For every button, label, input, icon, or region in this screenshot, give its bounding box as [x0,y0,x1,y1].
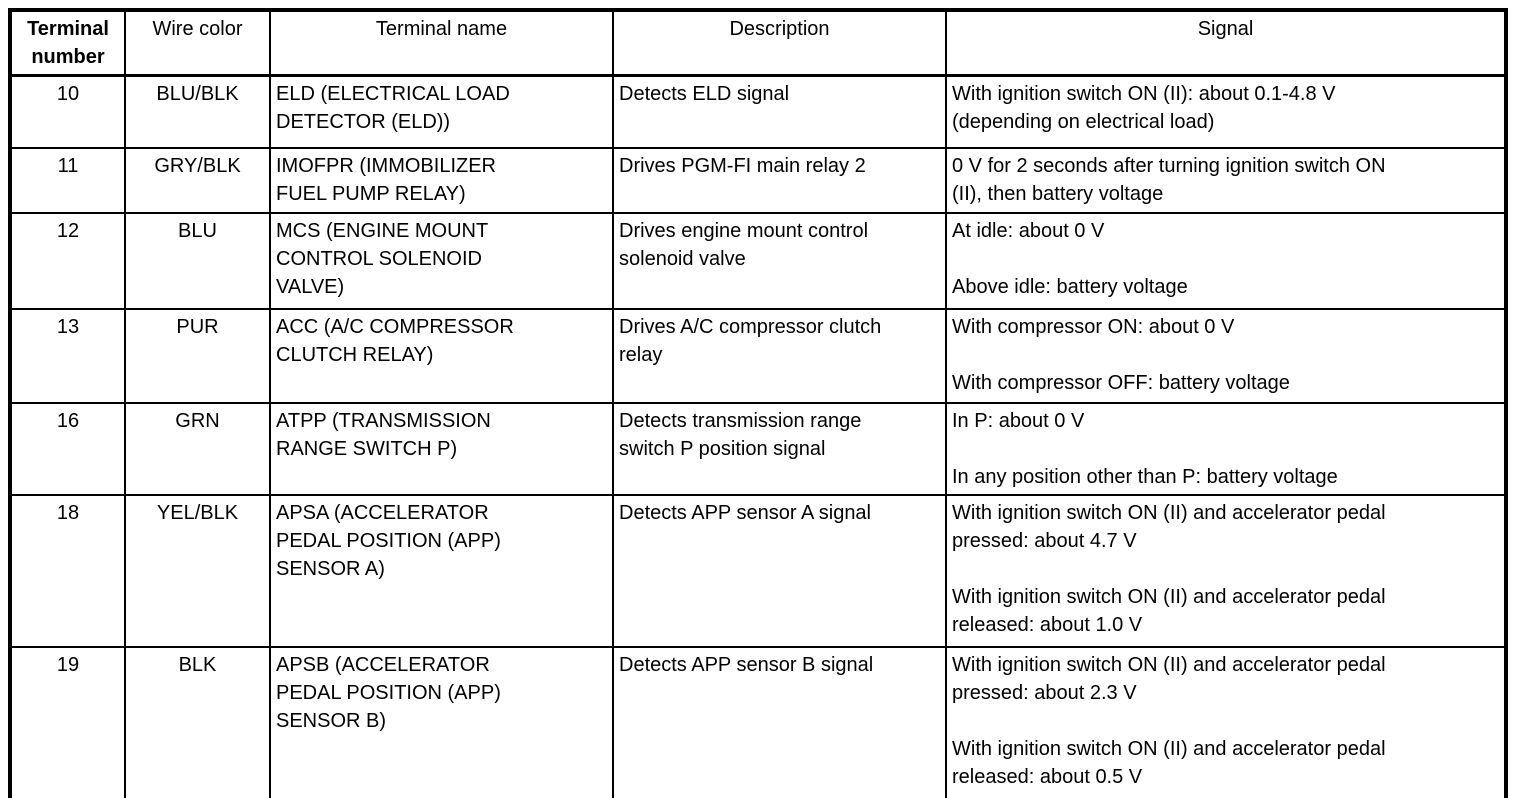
cell-wire-color: PUR [124,307,271,404]
cell-signal: With ignition switch ON (II) and acceler… [945,645,1507,798]
cell-terminal-name: APSB (ACCELERATOR PEDAL POSITION (APP) S… [269,645,614,798]
cell-wire-color: YEL/BLK [124,493,271,648]
cell-signal: In P: about 0 V In any position other th… [945,401,1507,496]
cell-description: Drives PGM-FI main relay 2 [612,146,947,214]
table-row-terminal-19: 19 BLK APSB (ACCELERATOR PEDAL POSITION … [9,645,1507,798]
cell-terminal-name: ACC (A/C COMPRESSOR CLUTCH RELAY) [269,307,614,404]
cell-terminal-name: ATPP (TRANSMISSION RANGE SWITCH P) [269,401,614,496]
cell-terminal-number: 19 [9,645,126,798]
cell-terminal-number: 16 [9,401,126,496]
cell-description: Detects transmission range switch P posi… [612,401,947,496]
cell-description: Drives A/C compressor clutch relay [612,307,947,404]
cell-terminal-number: 11 [9,146,126,214]
cell-wire-color: BLK [124,645,271,798]
cell-terminal-name: ELD (ELECTRICAL LOAD DETECTOR (ELD)) [269,74,614,149]
cell-terminal-number: 10 [9,74,126,149]
cell-terminal-number: 13 [9,307,126,404]
column-header-terminal-number: Terminal number [9,9,126,77]
table-header-row: Terminal number Wire color Terminal name… [9,9,1507,77]
cell-description: Detects APP sensor A signal [612,493,947,648]
cell-signal: At idle: about 0 V Above idle: battery v… [945,211,1507,310]
cell-terminal-number: 18 [9,493,126,648]
cell-terminal-number: 12 [9,211,126,310]
table-row-terminal-11: 11 GRY/BLK IMOFPR (IMMOBILIZER FUEL PUMP… [9,146,1507,214]
table-row-terminal-12: 12 BLU MCS (ENGINE MOUNT CONTROL SOLENOI… [9,211,1507,310]
cell-signal: With ignition switch ON (II): about 0.1-… [945,74,1507,149]
table-row-terminal-10: 10 BLU/BLK ELD (ELECTRICAL LOAD DETECTOR… [9,74,1507,149]
cell-description: Drives engine mount control solenoid val… [612,211,947,310]
cell-signal: With ignition switch ON (II) and acceler… [945,493,1507,648]
column-header-description: Description [612,9,947,77]
cell-terminal-name: APSA (ACCELERATOR PEDAL POSITION (APP) S… [269,493,614,648]
cell-terminal-name: MCS (ENGINE MOUNT CONTROL SOLENOID VALVE… [269,211,614,310]
cell-wire-color: BLU/BLK [124,74,271,149]
table-row-terminal-16: 16 GRN ATPP (TRANSMISSION RANGE SWITCH P… [9,401,1507,496]
cell-wire-color: GRN [124,401,271,496]
cell-signal: With compressor ON: about 0 V With compr… [945,307,1507,404]
cell-description: Detects APP sensor B signal [612,645,947,798]
cell-wire-color: BLU [124,211,271,310]
table-row-terminal-13: 13 PUR ACC (A/C COMPRESSOR CLUTCH RELAY)… [9,307,1507,404]
cell-description: Detects ELD signal [612,74,947,149]
cell-signal: 0 V for 2 seconds after turning ignition… [945,146,1507,214]
table-row-terminal-18: 18 YEL/BLK APSA (ACCELERATOR PEDAL POSIT… [9,493,1507,648]
cell-terminal-name: IMOFPR (IMMOBILIZER FUEL PUMP RELAY) [269,146,614,214]
ecm-terminal-table: Terminal number Wire color Terminal name… [8,8,1508,798]
column-header-signal: Signal [945,9,1507,77]
cell-wire-color: GRY/BLK [124,146,271,214]
column-header-wire-color: Wire color [124,9,271,77]
column-header-terminal-name: Terminal name [269,9,614,77]
